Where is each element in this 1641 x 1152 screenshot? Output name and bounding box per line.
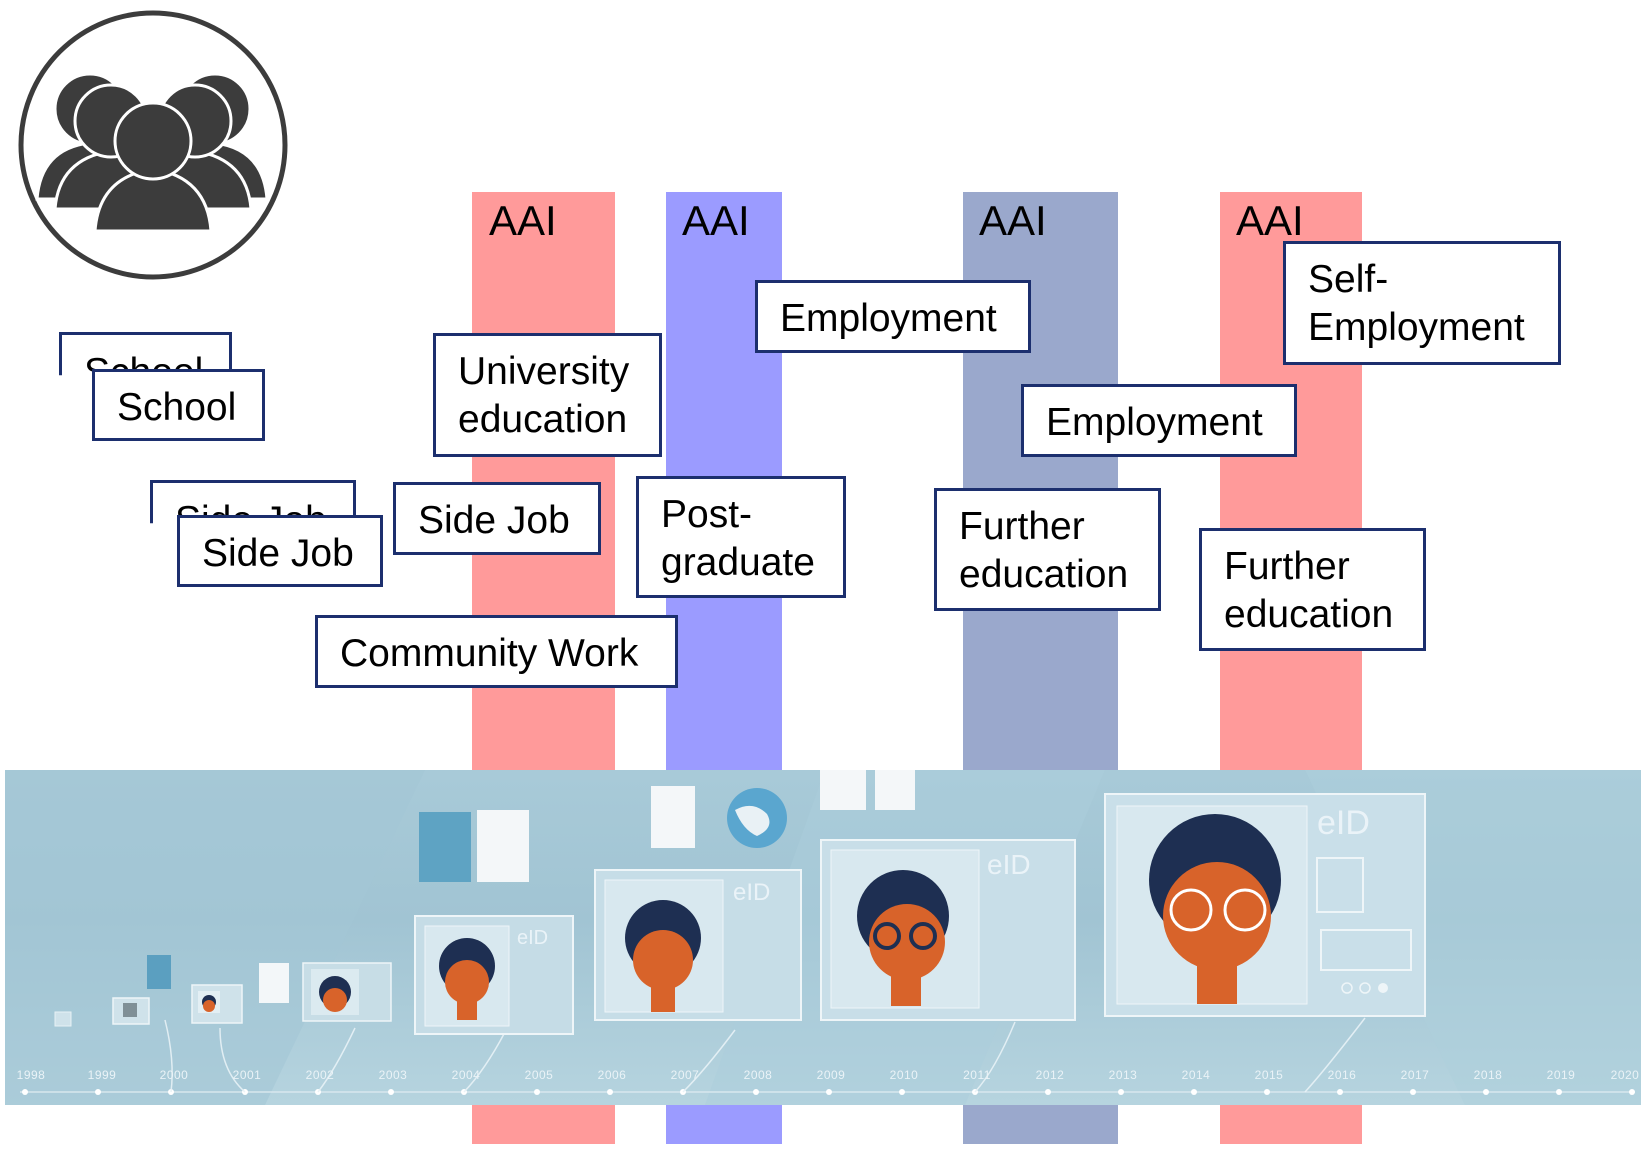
year-label: 2018 [1473,1068,1503,1082]
side-job-box: Side Job [177,515,383,587]
postgraduate-box: Post-graduate [636,476,846,598]
year-label: 2014 [1181,1068,1211,1082]
timeline-strip: eID eID eID eID [5,770,1641,1105]
year-label: 2002 [305,1068,335,1082]
year-label: 2003 [378,1068,408,1082]
eid-label-2007: eID [733,879,770,906]
year-label: 1998 [16,1068,46,1082]
year-label: 2000 [159,1068,189,1082]
self-employment-box: Self-Employment [1283,241,1561,365]
community-work-box: Community Work [315,615,678,688]
year-label: 2005 [524,1068,554,1082]
eid-label-2016: eID [1317,804,1370,842]
year-label: 2020 [1610,1068,1640,1082]
eid-label-2004: eID [517,927,548,949]
school-box: School [92,369,265,441]
aai-label-2: AAI [682,197,750,244]
year-label: 1999 [87,1068,117,1082]
university-education-box: University education [433,333,662,457]
year-label: 2017 [1400,1068,1430,1082]
aai-label-1: AAI [489,197,557,244]
side-job-box-2: Side Job [393,482,601,555]
year-label: 2008 [743,1068,773,1082]
eid-label-2010: eID [987,849,1031,880]
year-label: 2016 [1327,1068,1357,1082]
year-label: 2010 [889,1068,919,1082]
further-education-box-2: Further education [1199,528,1426,651]
employment-box-2: Employment [1021,384,1297,457]
year-label: 2004 [451,1068,481,1082]
year-label: 2001 [232,1068,262,1082]
further-education-box-1: Further education [934,488,1161,611]
year-label: 2007 [670,1068,700,1082]
year-label: 2015 [1254,1068,1284,1082]
year-label: 2012 [1035,1068,1065,1082]
year-label: 2011 [963,1068,991,1082]
aai-label-4: AAI [1236,197,1304,244]
group-of-people-icon [18,10,288,280]
year-label: 2009 [816,1068,846,1082]
year-label: 2013 [1108,1068,1138,1082]
year-label: 2019 [1546,1068,1576,1082]
aai-label-3: AAI [979,197,1047,244]
employment-box-1: Employment [755,280,1031,353]
year-label: 2006 [597,1068,627,1082]
timeline-illustration: eID eID eID eID [5,770,1641,1105]
